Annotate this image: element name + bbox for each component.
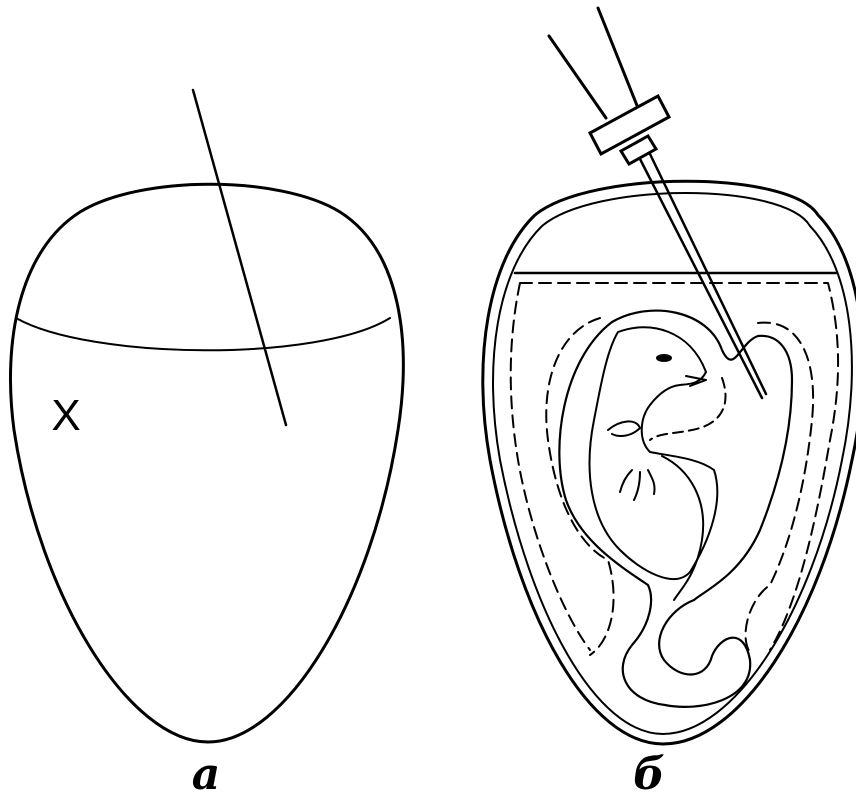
allantois-dashed: [650, 378, 726, 440]
syringe-barrel-left: [549, 36, 606, 118]
embryo-wing: [608, 421, 640, 436]
x-mark: X: [51, 391, 80, 440]
embryo-eye: [656, 354, 672, 362]
egg-shell-outer: [483, 181, 856, 744]
air-cell-boundary-line: [16, 318, 390, 350]
syringe-barrel-right: [598, 8, 638, 108]
panel-b: [483, 8, 856, 744]
embryo-legs: [620, 470, 655, 500]
caption-panel-b: б: [609, 750, 689, 800]
embryo-body: [590, 327, 718, 579]
membrane-left-lobe: [546, 318, 613, 655]
caption-panel-a: а: [166, 750, 246, 800]
panel-a: X: [10, 90, 403, 742]
candling-marker-line: [193, 90, 286, 425]
amnion-outline: [559, 311, 792, 707]
egg-outline-a: [10, 184, 403, 742]
syringe: [549, 8, 766, 398]
